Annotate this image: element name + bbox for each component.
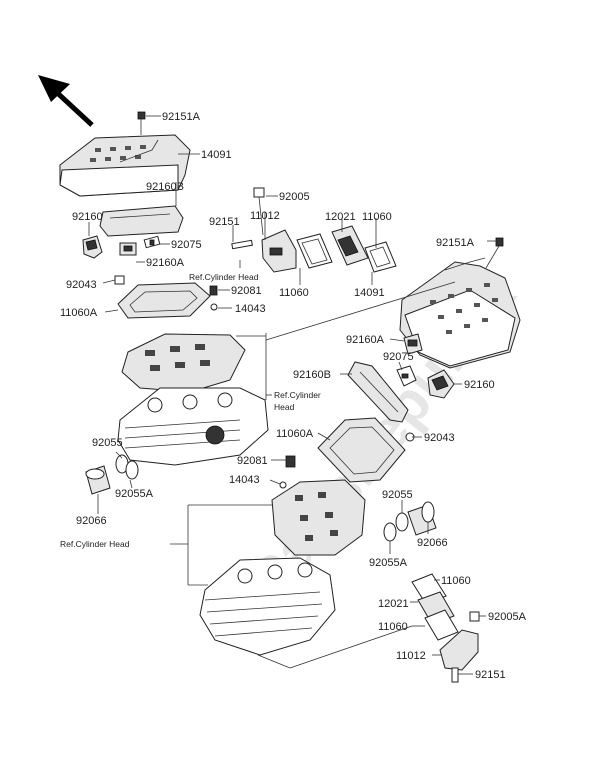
label-92075-left: 92075 [171, 239, 202, 251]
label-11060-top: 11060 [362, 211, 392, 223]
label-11060A-left: 11060A [60, 307, 98, 319]
cylinder-head-front [199, 479, 366, 656]
label-92055-left: 92055 [92, 437, 123, 449]
valve-cover-right [399, 257, 521, 369]
label-92151A-top: 92151A [162, 111, 201, 123]
bolt-92151A-right [485, 237, 504, 269]
label-14043-top: 14043 [235, 303, 266, 315]
label-92160-right: 92160 [464, 379, 495, 391]
label-92160-left: 92160 [72, 211, 103, 223]
damper-92075-left [143, 235, 161, 249]
ref-cylinder-head-1: Ref.Cylinder Head [189, 272, 259, 282]
label-92043-right: 92043 [424, 432, 455, 444]
cap-92005A [469, 611, 480, 622]
grommet-92043-left [114, 275, 125, 285]
dowel-14043-top [210, 303, 218, 311]
label-92151-top: 92151 [209, 216, 240, 228]
label-92081-bottom: 92081 [237, 455, 268, 467]
damper-92075-right [396, 365, 417, 387]
label-92160A-right: 92160A [346, 334, 385, 346]
spring-92081-bottom [285, 455, 296, 468]
gasket-11060-top-a [296, 233, 333, 269]
small-cover-92160-right [427, 369, 455, 399]
bolt-92151A-top [137, 111, 146, 135]
label-14043-bottom: 14043 [229, 474, 260, 486]
label-92160B-right: 92160B [293, 369, 331, 381]
label-11060A-right: 11060A [276, 428, 314, 440]
o-ring-92055A-left [125, 460, 139, 480]
valve-cover-top [59, 134, 191, 197]
gasket-11060-bottom-b [424, 609, 459, 641]
plate-12021-top [331, 225, 369, 266]
label-92075-right: 92075 [383, 351, 414, 363]
label-92160A-left: 92160A [146, 257, 185, 269]
ref-cylinder-head-2a: Ref.Cylinder [274, 390, 321, 400]
label-92151A-right: 92151A [436, 237, 475, 249]
label-11060-bottom-2: 11060 [378, 621, 408, 633]
dowel-14043-bottom [279, 481, 287, 489]
bolt-92151-top [231, 239, 253, 250]
bracket-92160A-left [119, 242, 137, 256]
label-92043-left: 92043 [66, 279, 97, 291]
label-92160B-top: 92160B [146, 181, 184, 193]
label-92066-left: 92066 [76, 515, 107, 527]
gasket-11060-top-b [364, 241, 397, 273]
label-11012-bottom: 11012 [396, 650, 426, 662]
bracket-92160A-right [403, 333, 423, 355]
label-11012-top: 11012 [250, 210, 280, 222]
ref-cylinder-head-2b: Head [274, 402, 295, 412]
label-92151-bottom: 92151 [475, 669, 506, 681]
direction-arrow-icon [38, 75, 94, 127]
label-14091-top: 14091 [201, 149, 232, 161]
pipe-92066-left [85, 465, 111, 495]
side-cover-92160B-right [347, 361, 409, 423]
o-ring-92055-right [395, 512, 409, 532]
ref-cylinder-head-3: Ref.Cylinder Head [60, 539, 130, 549]
label-11060-bottom-1: 11060 [441, 575, 471, 587]
leader-lines [88, 115, 496, 675]
cylinder-head-rear [117, 333, 269, 466]
side-cover-92160B-top [99, 205, 184, 237]
part-labels: 92151A 14091 92160B 92005 11012 12021 11… [60, 111, 527, 681]
gasket-11060A-left [117, 282, 211, 319]
spring-92081-top [209, 285, 218, 296]
bolt-92151-bottom [451, 667, 459, 683]
label-12021-bottom: 12021 [378, 598, 409, 610]
label-92055A-left: 92055A [115, 488, 154, 500]
label-92081-top: 92081 [231, 285, 262, 297]
label-14091-right: 14091 [354, 287, 385, 299]
label-92055-right: 92055 [382, 489, 413, 501]
label-92005: 92005 [279, 191, 310, 203]
small-cover-92160-left [82, 235, 103, 259]
breather-11012-top [261, 229, 297, 273]
gasket-11060A-right [317, 417, 406, 483]
label-92066-right: 92066 [417, 537, 448, 549]
cap-92005 [253, 187, 265, 236]
label-11060-mid: 11060 [279, 287, 309, 299]
breather-11012-bottom [439, 629, 479, 671]
o-ring-92055A-right [383, 522, 397, 542]
pipe-92066-right [407, 501, 437, 536]
label-12021-top: 12021 [325, 211, 356, 223]
label-92005A: 92005A [488, 611, 527, 623]
label-92055A-right: 92055A [369, 557, 408, 569]
